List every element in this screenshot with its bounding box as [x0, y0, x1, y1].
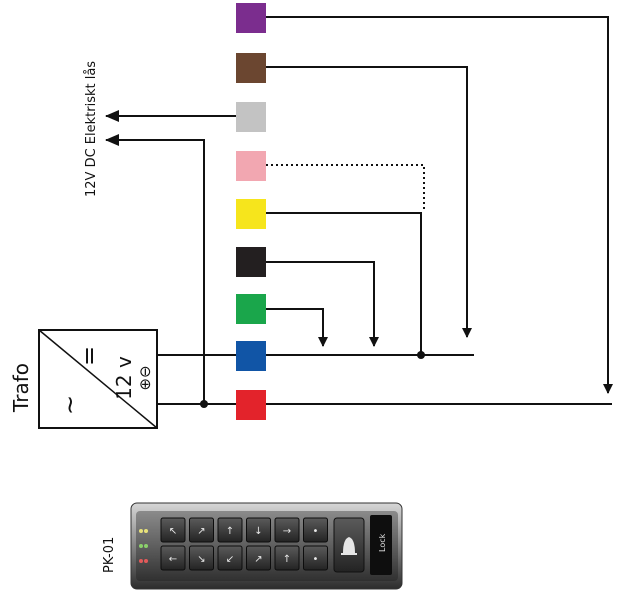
- key-icon: →: [283, 526, 291, 537]
- status-led: [139, 559, 148, 563]
- keypad-key[interactable]: ↙: [217, 545, 243, 571]
- pink-wire-line: [266, 164, 425, 211]
- keypad-key[interactable]: →: [274, 517, 300, 543]
- keypad-brand: Lock: [378, 533, 387, 552]
- trafo-ac-symbol: ~: [56, 395, 84, 415]
- black-wire-swatch: [236, 247, 266, 277]
- status-led: [139, 544, 148, 548]
- yellow-wire-line: [266, 212, 422, 355]
- key-icon: ↘: [197, 554, 205, 565]
- key-icon: •: [313, 554, 319, 565]
- pink-wire-swatch: [236, 151, 266, 181]
- keypad-key[interactable]: ↗: [246, 545, 271, 571]
- green-wire-line: [266, 308, 328, 347]
- keypad-key[interactable]: ↓: [246, 517, 271, 543]
- black-wire-line: [266, 261, 379, 347]
- keypad-key[interactable]: ↘: [189, 545, 214, 571]
- trafo-dc-symbol: =: [75, 346, 103, 366]
- purple-wire-line: [266, 16, 613, 394]
- key-icon: ↑: [226, 526, 234, 537]
- wire-color-swatches: [236, 3, 266, 420]
- keypad-key[interactable]: ↑: [217, 517, 243, 543]
- keypad-label: PK-01: [102, 537, 117, 573]
- junction-dot: [417, 351, 425, 359]
- keypad-key[interactable]: •: [303, 545, 328, 571]
- power-label: 12V DC Elektriskt lås: [84, 61, 99, 197]
- lock-power-line: [105, 134, 205, 404]
- brown-wire-swatch: [236, 53, 266, 83]
- purple-wire-swatch: [236, 3, 266, 33]
- trafo-label: Trafo: [9, 363, 33, 413]
- key-icon: ←: [169, 554, 177, 565]
- key-icon: ↗: [197, 526, 205, 537]
- brand-strip: [370, 515, 392, 575]
- status-leds: [139, 529, 148, 563]
- bell-button[interactable]: [333, 517, 365, 573]
- key-icon: •: [313, 526, 319, 537]
- gray-wire-swatch: [236, 102, 266, 132]
- red-wire-swatch: [236, 390, 266, 420]
- key-icon: ↓: [254, 526, 262, 537]
- keypad-key[interactable]: ↑: [274, 545, 300, 571]
- keypad-key[interactable]: •: [303, 517, 328, 543]
- status-led: [139, 529, 148, 533]
- green-wire-swatch: [236, 294, 266, 324]
- transformer: ~ = 12 v ⊕⊖: [38, 329, 158, 429]
- keypad-keys: ↖ ↗ ↑ ↓ → • ← ↘ ↙ ↗ ↑ •: [160, 517, 328, 571]
- key-icon: ↙: [226, 554, 234, 565]
- blue-wire-swatch: [236, 341, 266, 371]
- brown-wire-line: [266, 66, 472, 338]
- bell-icon: [341, 537, 357, 555]
- key-icon: ↖: [169, 526, 177, 537]
- keypad-key[interactable]: ↗: [189, 517, 214, 543]
- keypad-pk01: ↖ ↗ ↑ ↓ → • ← ↘ ↙ ↗ ↑ • Lock: [130, 502, 403, 590]
- keypad-key[interactable]: ←: [160, 545, 186, 571]
- trafo-voltage: 12 v: [112, 356, 136, 400]
- yellow-wire-swatch: [236, 199, 266, 229]
- keypad-key[interactable]: ↖: [160, 517, 186, 543]
- key-icon: ↗: [254, 554, 262, 565]
- key-icon: ↑: [283, 554, 291, 565]
- trafo-polarity: ⊕⊖: [136, 365, 154, 390]
